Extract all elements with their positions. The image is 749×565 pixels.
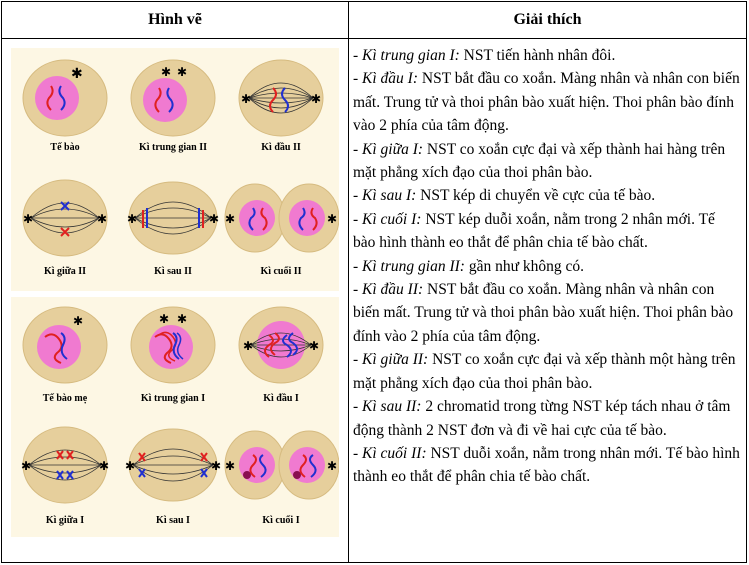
label: Tế bào mẹ [42,393,88,404]
svg-text:✱: ✱ [161,65,171,79]
explanation-item: - Kì trung gian II: gần như không có. [353,257,584,275]
explanation-item: - Kì đầu I: NST bắt đầu co xoắn. Màng nh… [353,70,740,135]
label: Kì trung gian II [138,142,208,153]
cell-ki-giua-ii: ✱ ✱ Kì giữa II [13,170,117,290]
label: Kì trung gian I [140,393,206,404]
label: Kì đầu I [263,393,299,404]
cell-ki-sau-i: ✱ ✱ Kì sau I [121,419,225,539]
explanation-item: - Kì đầu II: NST bắt đầu co xoắn. Màng n… [353,281,734,345]
svg-text:✱: ✱ [327,459,337,473]
explanation-item: - Kì giữa II: NST co xoắn cực đại và xếp… [353,351,736,392]
meiosis-ii-figure: ✱ Tế bào ✱ ✱ Kì trung gian II ✱ ✱ Kì đầu I… [11,48,339,291]
label: Kì giữa I [45,515,85,526]
explanation-item: - Kì cuối I: NST kép duỗi xoắn, nằm tron… [353,210,715,252]
svg-text:✱: ✱ [23,212,33,226]
label: Kì cuối I [262,515,300,526]
svg-text:✱: ✱ [97,212,107,226]
column-divider [348,2,349,562]
svg-text:✱: ✱ [127,212,137,226]
cell-ki-cuoi-ii: ✱ ✱ Kì cuối II [223,170,339,290]
svg-text:✱: ✱ [243,339,253,353]
label: Kì giữa II [43,266,87,277]
svg-text:✱: ✱ [309,339,319,353]
explanation-item: - Kì giữa I: NST co xoắn cực đại và xếp … [353,140,726,182]
label: Kì sau II [154,266,192,277]
svg-text:✱: ✱ [159,312,169,326]
svg-text:✱: ✱ [327,212,337,226]
svg-text:✱: ✱ [209,212,219,226]
meiosis-i-figure: ✱ Tế bào mẹ ✱ ✱ Kì trung gian I ✱ [11,297,339,537]
cell-ki-cuoi-i: ✱ ✱ Kì cuối I [223,419,339,539]
svg-text:✱: ✱ [177,312,187,326]
explanation-item: - Kì sau I: NST kép di chuyển về cực của… [353,187,656,205]
cell-te-bao: ✱ Tế bào [13,50,117,170]
svg-text:✱: ✱ [99,459,109,473]
svg-text:✱: ✱ [225,212,235,226]
label: Tế bào [50,142,80,153]
cell-te-bao-me: ✱ Tế bào mẹ [13,299,117,419]
cell-ki-giua-i: ✱ ✱ Kì giữa I [13,419,117,539]
svg-text:✱: ✱ [241,92,251,106]
svg-text:✱: ✱ [311,92,321,106]
cell-ki-trung-gian-ii: ✱ ✱ Kì trung gian II [121,50,225,170]
header-divider [2,38,746,39]
cell-ki-sau-ii: ✱ ✱ Kì sau II [121,170,225,290]
header-explanation: Giải thích [513,11,582,28]
svg-text:✱: ✱ [211,459,221,473]
header-figure: Hình vẽ [148,11,202,28]
explanation-item: - Kì trung gian I: NST tiến hành nhân đô… [353,47,616,64]
label: Kì đầu II [261,142,301,153]
svg-text:✱: ✱ [21,459,31,473]
explanation-item: - Kì sau II: 2 chromatid trong từng NST … [353,398,731,439]
svg-text:✱: ✱ [225,459,235,473]
svg-text:✱: ✱ [71,67,83,82]
cell-ki-dau-i: ✱ ✱ Kì đầu I [229,299,333,419]
svg-text:✱: ✱ [73,314,83,328]
svg-text:✱: ✱ [125,459,135,473]
label: Kì cuối II [260,266,302,277]
svg-text:✱: ✱ [177,65,187,79]
cell-ki-dau-ii: ✱ ✱ Kì đầu II [229,50,333,170]
cell-ki-trung-gian-i: ✱ ✱ Kì trung gian I [121,299,225,419]
explanation-text: - Kì trung gian I: NST tiến hành nhân đô… [353,44,741,489]
label: Kì sau I [156,515,190,526]
explanation-item: - Kì cuối II: NST duỗi xoắn, nằm trong n… [353,444,740,486]
